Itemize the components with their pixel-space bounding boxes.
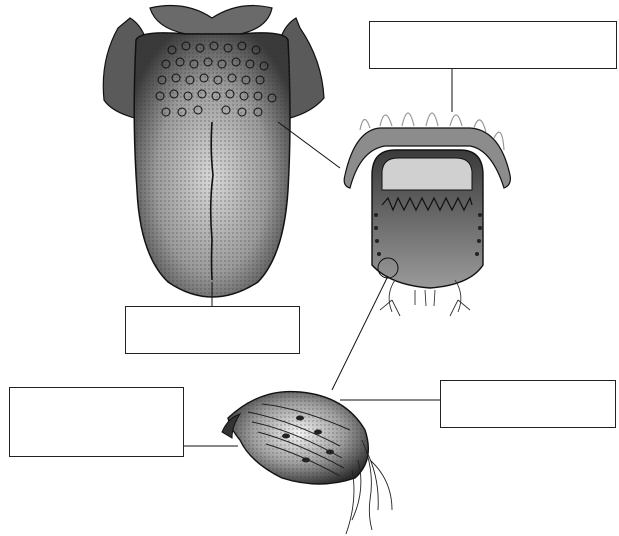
papilla-cross-section <box>344 113 510 316</box>
papilla-cap <box>382 158 472 190</box>
tongue-illustration <box>103 6 324 297</box>
epiglottis <box>150 6 272 34</box>
taste-bud-illustration <box>222 392 392 534</box>
label-box-top-right[interactable] <box>369 21 617 69</box>
label-box-left[interactable] <box>9 387 184 457</box>
label-box-tongue[interactable] <box>125 306 300 354</box>
label-box-bottom-right[interactable] <box>440 380 616 428</box>
